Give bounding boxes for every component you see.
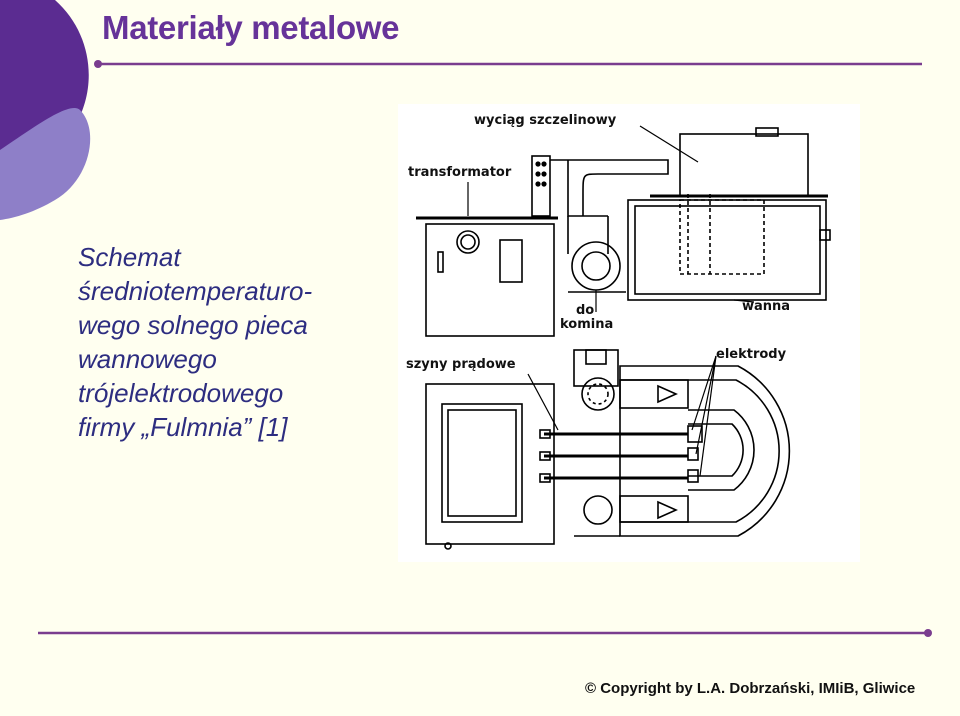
transformer-box	[425, 223, 555, 337]
label-bath: wanna	[742, 299, 790, 314]
label-extractor: wyciąg szczelinowy	[474, 113, 617, 128]
corner-shape-light	[0, 108, 91, 220]
label-transformer: transformator	[408, 165, 512, 180]
transformer-dial	[456, 230, 480, 254]
top-rule	[94, 60, 922, 68]
label-komina: komina	[560, 317, 613, 332]
slide-title: Materiały metalowe	[102, 9, 400, 46]
furnace-schematic: wyciąg szczelinowy transformator do komi…	[398, 104, 860, 562]
bottom-rule	[38, 629, 932, 637]
description-line: trójelektrodowego	[78, 378, 284, 408]
description-line: wego solnego pieca	[78, 310, 308, 340]
label-do: do	[576, 303, 594, 318]
label-electrodes: elektrody	[716, 347, 787, 362]
description-line: firmy „Fulmnia” [1]	[78, 412, 288, 442]
u-furnace	[619, 365, 791, 537]
copyright-footer: © Copyright by L.A. Dobrzański, IMIiB, G…	[585, 680, 916, 697]
corner-decoration	[0, 0, 91, 220]
control-panel	[425, 383, 555, 545]
label-busbars: szyny prądowe	[406, 357, 516, 372]
figure-description: Schemat średniotemperaturo- wego solnego…	[78, 240, 398, 444]
description-line: Schemat	[78, 242, 181, 272]
description-line: wannowego	[78, 344, 217, 374]
bath-tank	[627, 199, 827, 301]
description-line: średniotemperaturo-	[78, 276, 313, 306]
